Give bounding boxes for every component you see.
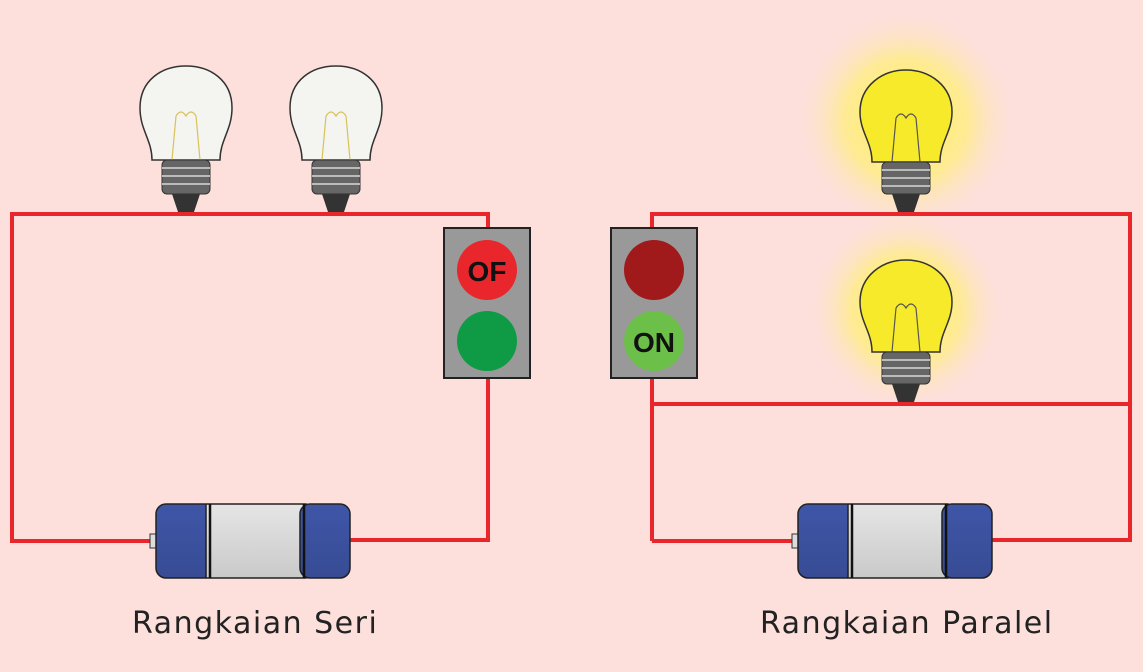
series-bulb-1-icon xyxy=(139,65,233,212)
parallel-battery-icon xyxy=(791,503,993,579)
parallel-off-button[interactable] xyxy=(624,240,684,300)
series-wire-return xyxy=(348,378,490,542)
series-wires xyxy=(10,212,490,543)
parallel-wires xyxy=(650,212,1132,543)
series-wire-loop xyxy=(10,212,490,543)
series-on-button[interactable] xyxy=(457,311,517,371)
parallel-caption: Rangkaian Paralel xyxy=(760,606,1054,641)
parallel-bulb-1-icon xyxy=(859,69,953,212)
parallel-on-button[interactable]: ON xyxy=(624,311,684,371)
parallel-on-label: ON xyxy=(633,327,675,358)
series-switch-panel: OF xyxy=(443,227,531,379)
series-off-label: OF xyxy=(468,256,507,287)
series-circuit: OF xyxy=(10,65,531,579)
series-battery-icon xyxy=(149,503,351,579)
parallel-bulb-2-icon xyxy=(859,259,953,402)
parallel-wire-top xyxy=(650,212,1132,406)
parallel-wire-right-bottom xyxy=(990,404,1132,542)
series-bulb-2-icon xyxy=(289,65,383,212)
series-caption: Rangkaian Seri xyxy=(132,606,379,641)
parallel-switch-panel: ON xyxy=(610,227,698,379)
series-off-button[interactable]: OF xyxy=(457,240,517,300)
parallel-circuit: ON xyxy=(610,8,1132,579)
